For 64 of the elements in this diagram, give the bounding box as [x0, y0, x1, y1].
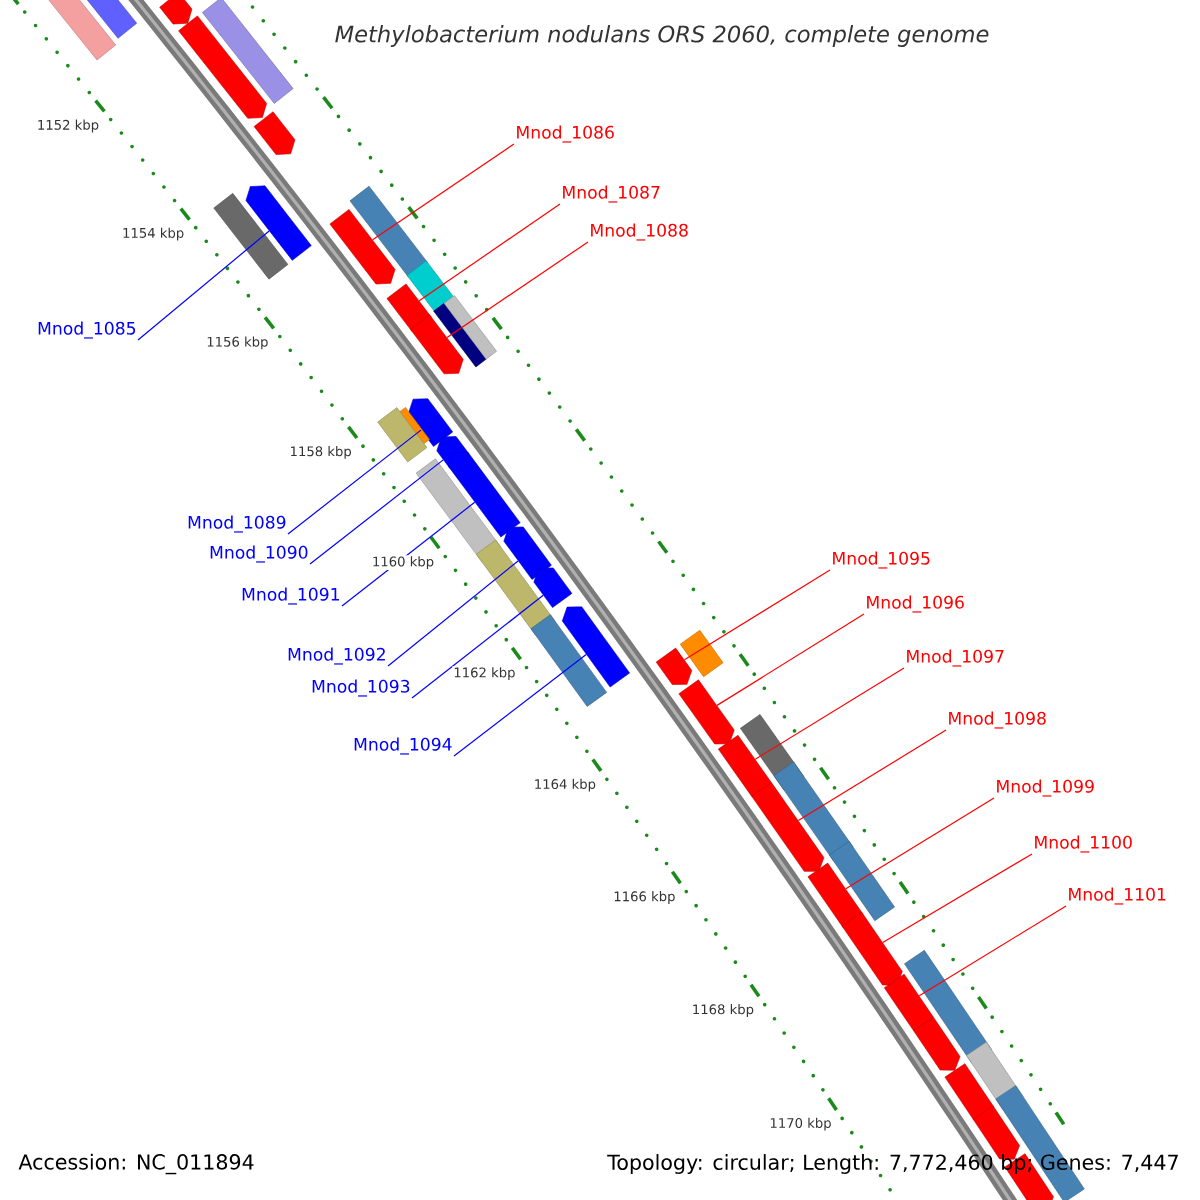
gene-block — [213, 193, 289, 280]
gene-label: Mnod_1100 — [1035, 835, 1132, 853]
gene-feature — [807, 862, 863, 928]
gene-label: Mnod_1096 — [867, 595, 964, 613]
gene-feature — [841, 912, 903, 986]
gene-block — [829, 840, 895, 921]
gene-block — [443, 295, 497, 360]
gene-feature — [884, 973, 934, 1031]
title: Methylobacterium nodulans ORS 2060, complete genome — [330, 21, 994, 51]
leader-line — [716, 613, 865, 706]
gene-block — [349, 185, 428, 278]
gene-feature — [533, 567, 573, 608]
leader-line — [683, 569, 831, 661]
gene-label: Mnod_1086 — [517, 125, 614, 143]
gene-feature — [913, 1016, 961, 1071]
leader-line — [137, 230, 270, 341]
gene-feature — [944, 1063, 994, 1121]
gene-feature — [751, 782, 825, 872]
gene-label: Mnod_1097 — [907, 649, 1004, 667]
gene-feature — [178, 15, 267, 119]
gene-feature — [448, 452, 521, 538]
gene-label: Mnod_1087 — [563, 185, 660, 203]
gene-label: Mnod_1093 — [312, 679, 410, 697]
gene-feature — [245, 185, 312, 261]
gene-feature — [329, 209, 396, 285]
leader-line — [453, 653, 587, 757]
gene-feature — [718, 734, 772, 797]
gene-label: Mnod_1095 — [833, 551, 930, 569]
gene-label: Mnod_1091 — [242, 587, 339, 605]
gene-feature — [678, 679, 735, 745]
gene-block — [679, 629, 724, 677]
gene-feature — [408, 398, 453, 447]
gene-label: Mnod_1094 — [354, 737, 452, 755]
gene-label: Mnod_1101 — [1069, 887, 1166, 905]
gene-feature — [562, 606, 630, 688]
leader-line — [411, 594, 544, 699]
leader-line — [446, 241, 589, 339]
gene-label: Mnod_1098 — [949, 711, 1046, 729]
leader-line — [387, 560, 519, 667]
leader-line — [418, 203, 561, 302]
gene-feature — [655, 647, 693, 685]
gene-feature — [410, 314, 464, 375]
leader-line — [309, 459, 444, 565]
gene-block — [530, 614, 607, 707]
leader-line — [882, 853, 1033, 943]
gene-label: Mnod_1092 — [288, 647, 385, 665]
gene-block — [433, 302, 487, 368]
gene-label: Mnod_1088 — [591, 223, 688, 241]
leader-line — [287, 429, 422, 535]
leader-line — [372, 143, 515, 241]
leader-line — [845, 797, 995, 890]
gene-feature — [503, 526, 552, 580]
leader-line — [754, 667, 905, 760]
gene-block — [377, 407, 428, 463]
gene-label: Mnod_1090 — [210, 545, 308, 563]
gene-feature — [159, 0, 193, 25]
leader-line — [918, 905, 1067, 997]
gene-label: Mnod_1099 — [997, 779, 1094, 797]
gene-label: Mnod_1089 — [188, 515, 286, 533]
accession-text: Accession: NC_011894 — [16, 1151, 257, 1177]
gene-block — [202, 0, 294, 104]
leader-line — [797, 729, 947, 822]
gene-feature — [253, 111, 296, 155]
gene-label: Mnod_1085 — [38, 321, 136, 339]
